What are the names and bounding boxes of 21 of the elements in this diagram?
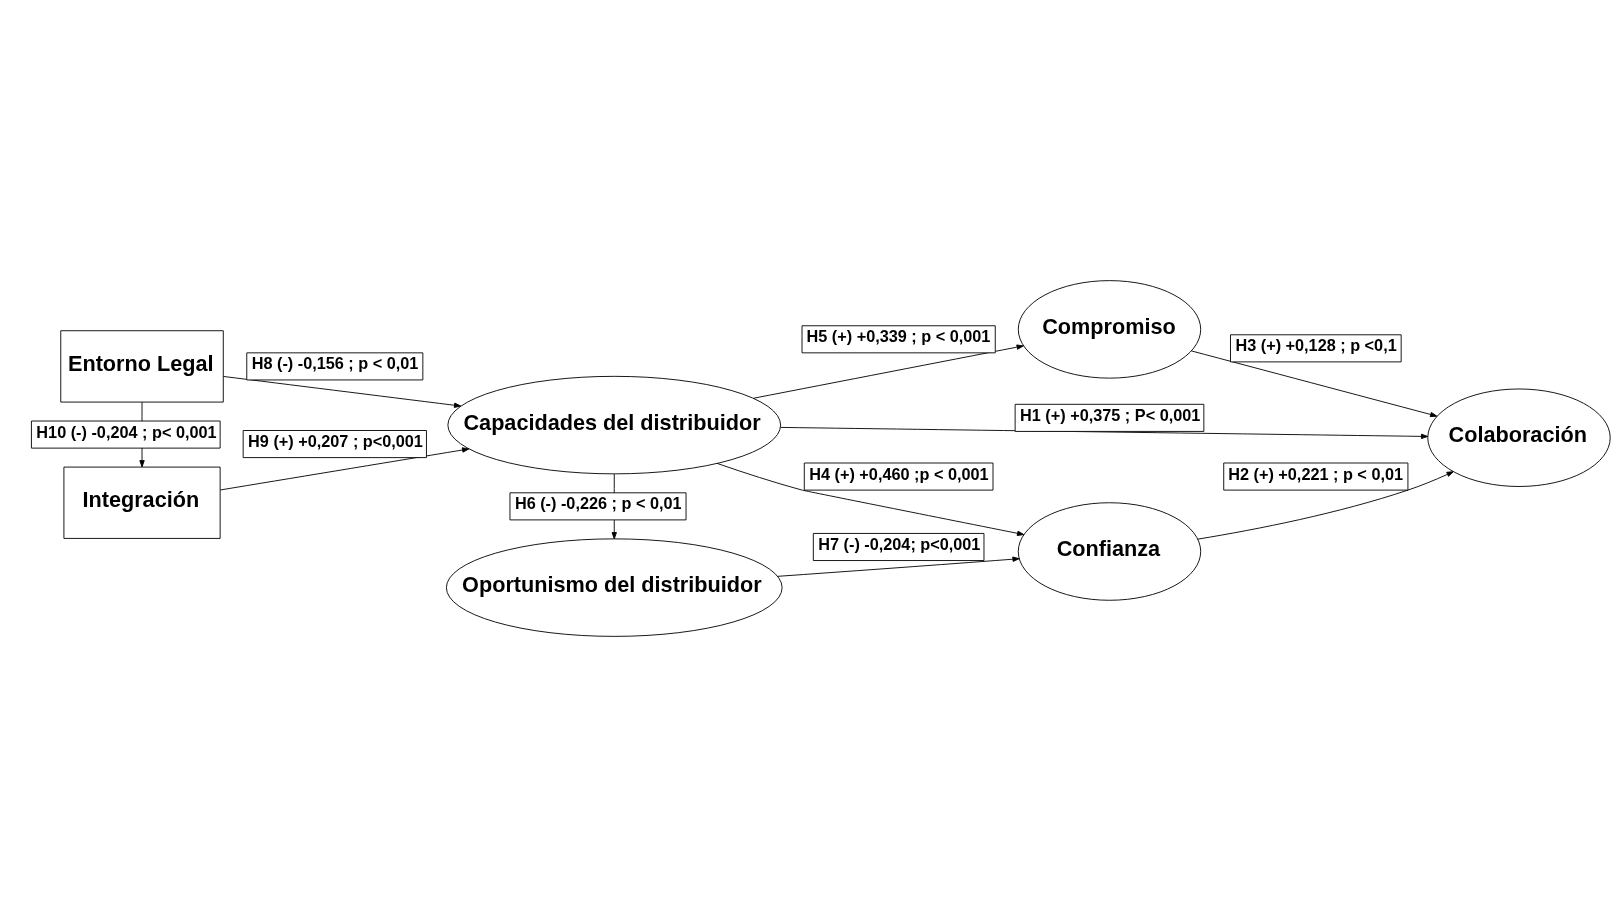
arrow — [780, 426, 1429, 440]
edge-label: H9 (+) +0,207 ; p<0,001 — [248, 432, 423, 451]
edge-label: H1 (+) +0,375 ; P< 0,001 — [1020, 405, 1201, 424]
edge-label: H7 (-) -0,204; p<0,001 — [818, 535, 981, 554]
arrow — [753, 344, 1024, 399]
arrow — [219, 447, 470, 491]
edge-label: H6 (-) -0,226 ; p < 0,01 — [514, 494, 682, 513]
node-box: Integración — [63, 466, 221, 539]
node-box: Entorno Legal — [60, 330, 224, 403]
edge-label: H8 (-) -0,156 ; p < 0,01 — [251, 354, 419, 373]
arrow — [223, 376, 462, 408]
edge-label: H3 (+) +0,128 ; p <0,1 — [1235, 336, 1397, 355]
edge-label: H5 (+) +0,339 ; p < 0,001 — [806, 327, 991, 346]
arrow — [777, 556, 1020, 577]
edge-label: H10 (-) -0,204 ; p< 0,001 — [36, 422, 217, 441]
edge-label: H2 (+) +0,221 ; p < 0,01 — [1228, 464, 1404, 483]
arrow — [1197, 471, 1454, 540]
edge-label: H4 (+) +0,460 ;p < 0,001 — [809, 464, 989, 483]
node-ellipse: Oportunismo del distribuidor — [445, 538, 783, 637]
node-ellipse: Capacidades del distribuidor — [447, 375, 782, 475]
arrow — [1191, 350, 1438, 418]
